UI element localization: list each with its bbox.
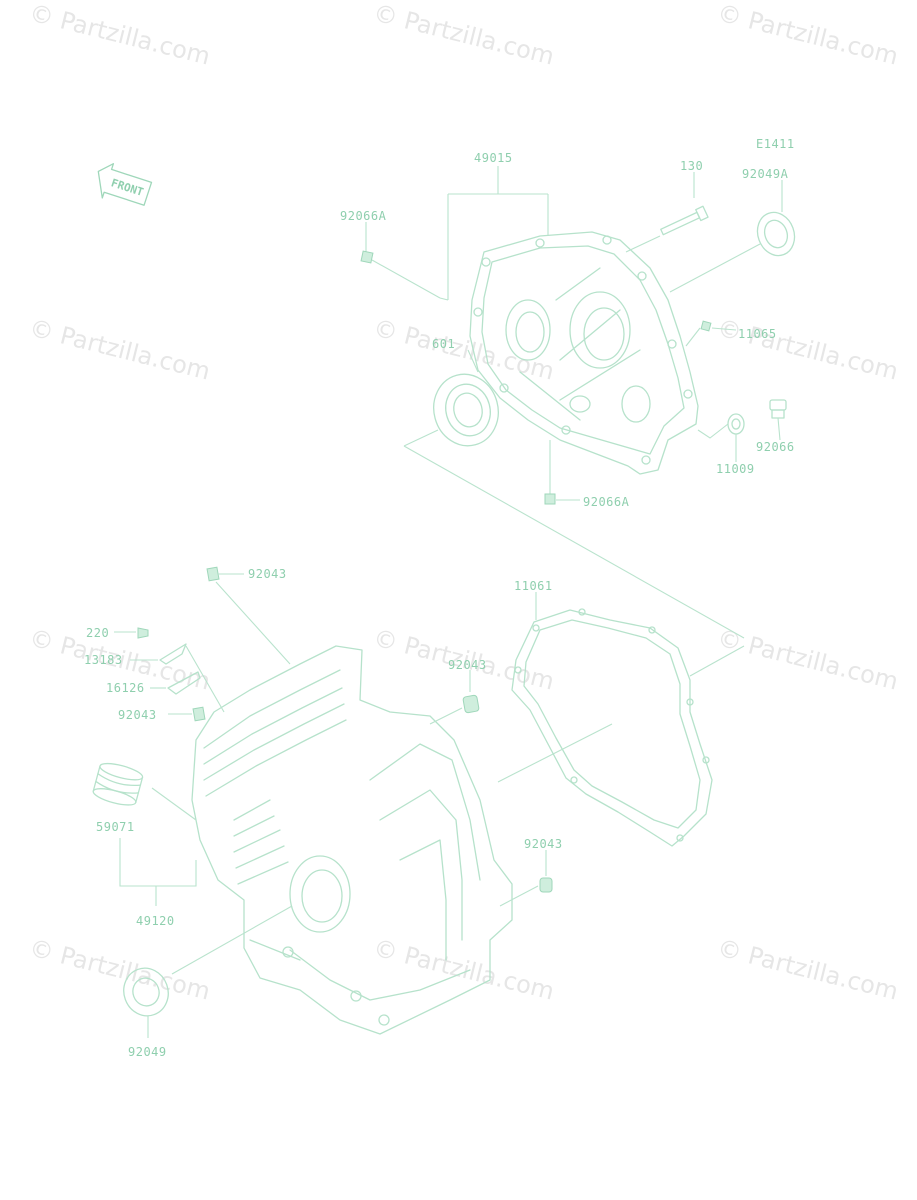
part-label-92043-right: 92043 [524,837,563,851]
part-label-11065: 11065 [738,327,777,341]
front-arrow-icon: FRONT [97,163,153,206]
part-label-49015: 49015 [474,151,513,165]
part-label-92043-left: 92043 [118,708,157,722]
part-label-92049: 92049 [128,1045,167,1059]
diagram-code: E1411 [756,137,795,151]
part-label-16126: 16126 [106,681,145,695]
part-label-13183: 13183 [84,653,123,667]
part-label-59071: 59071 [96,820,135,834]
part-label-11009: 11009 [716,462,755,476]
part-label-92066a-top: 92066A [340,209,387,223]
part-label-601: 601 [432,337,455,351]
watermark-text: © Partzilla.com [27,934,213,1006]
watermark-text: © Partzilla.com [371,0,557,71]
part-label-92066a-bottom: 92066A [583,495,630,509]
part-label-92043-top: 92043 [248,567,287,581]
part-label-130: 130 [680,159,703,173]
part-label-220: 220 [86,626,109,640]
part-label-92043-mid: 92043 [448,658,487,672]
part-label-92066: 92066 [756,440,795,454]
watermark-text: © Partzilla.com [715,314,901,386]
part-label-92049a: 92049A [742,167,789,181]
watermark-text: © Partzilla.com [27,314,213,386]
watermark-text: © Partzilla.com [27,0,213,71]
crankcase-cover-assembly [360,166,796,639]
gasket [497,592,745,847]
watermark-text: © Partzilla.com [715,0,901,71]
watermark-text: © Partzilla.com [715,624,901,696]
watermark-text: © Partzilla.com [715,934,901,1006]
part-label-49120: 49120 [136,914,175,928]
part-labels: 49015 130 92049A 92066A 601 11065 92066 … [84,151,795,1059]
part-label-11061: 11061 [514,579,553,593]
crankcase-assembly [92,566,553,1038]
